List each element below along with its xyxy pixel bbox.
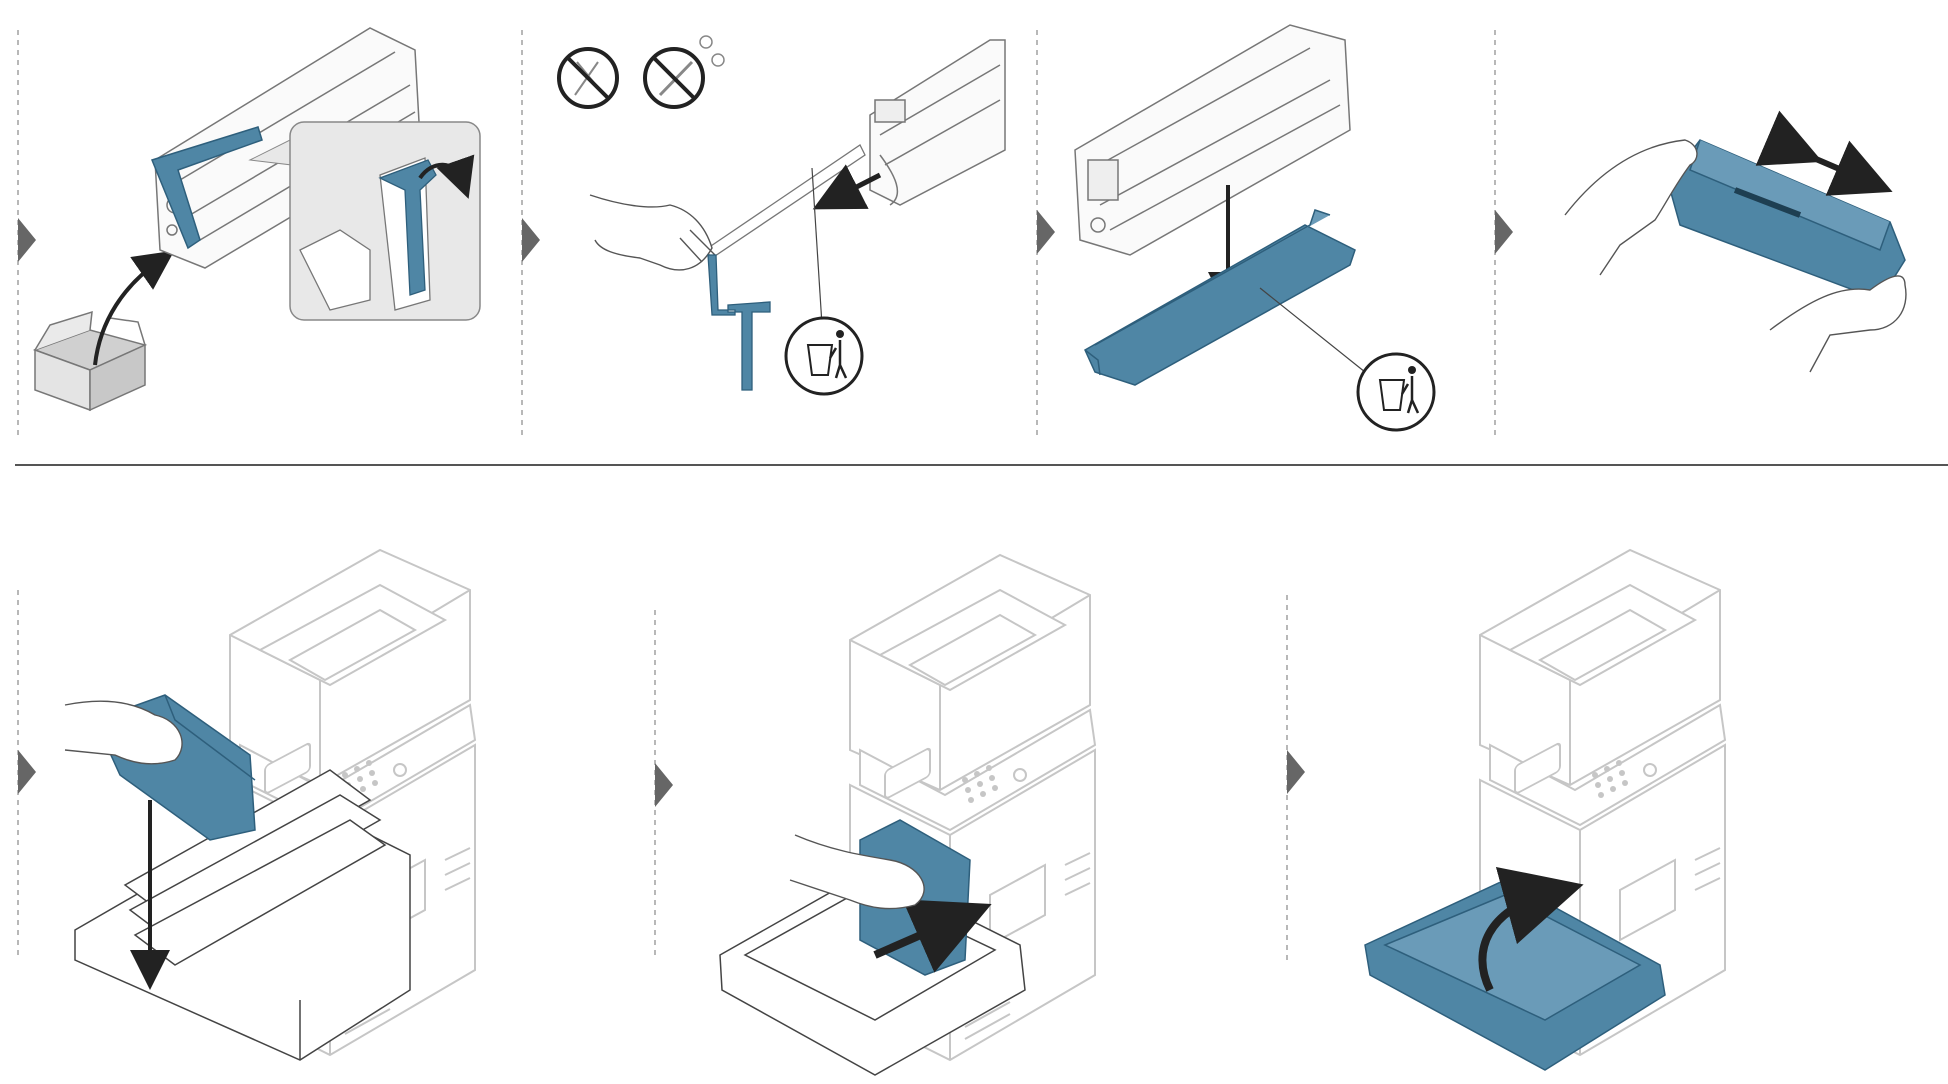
pull-arrow-icon: [812, 164, 882, 210]
hand: [789, 834, 925, 910]
step-marker-7: [1287, 750, 1305, 794]
double-arrow-icon: [1755, 110, 1893, 196]
hand-left: [1564, 139, 1698, 276]
no-scissors-icon: [557, 47, 619, 109]
open-front-door: [74, 769, 411, 1061]
step-marker-2: [522, 218, 540, 262]
step-markers: [18, 210, 1513, 807]
step-marker-3: [1037, 210, 1055, 254]
curved-arrow-icon: [93, 250, 175, 366]
step-marker-4: [1495, 210, 1513, 254]
hand: [589, 194, 716, 271]
toner-cartridge: [1667, 139, 1906, 301]
panel-push-in: [719, 554, 1096, 1076]
no-sharp-tool-icon: [643, 35, 725, 109]
panel-close-door: [1364, 549, 1726, 1071]
step-marker-1: [18, 218, 36, 262]
panel-unpack: [32, 27, 481, 412]
trash-bin-icon: [1356, 352, 1436, 432]
zoom-callout: [248, 121, 481, 321]
toner-cartridge: [1074, 24, 1351, 256]
toner-cartridge: [869, 39, 1006, 206]
protective-tape: [150, 126, 263, 250]
cartridge-cover: [1084, 209, 1356, 386]
panel-shake-cartridge: [1564, 110, 1907, 373]
hand: [64, 700, 183, 765]
hand-right: [1769, 275, 1907, 373]
step-marker-6: [655, 763, 673, 807]
protective-sheet: [704, 144, 866, 259]
curved-arrow-icon: [1478, 866, 1584, 992]
step-marker-5: [18, 750, 36, 794]
right-arrow-icon: [873, 899, 992, 973]
trash-bin-icon: [784, 316, 864, 396]
box-icon: [32, 310, 148, 412]
panel-insert-cartridge: [64, 549, 476, 1061]
removed-tool: [707, 254, 771, 391]
panel-remove-sheet: [557, 35, 1006, 396]
panel-remove-cover: [1074, 24, 1436, 432]
